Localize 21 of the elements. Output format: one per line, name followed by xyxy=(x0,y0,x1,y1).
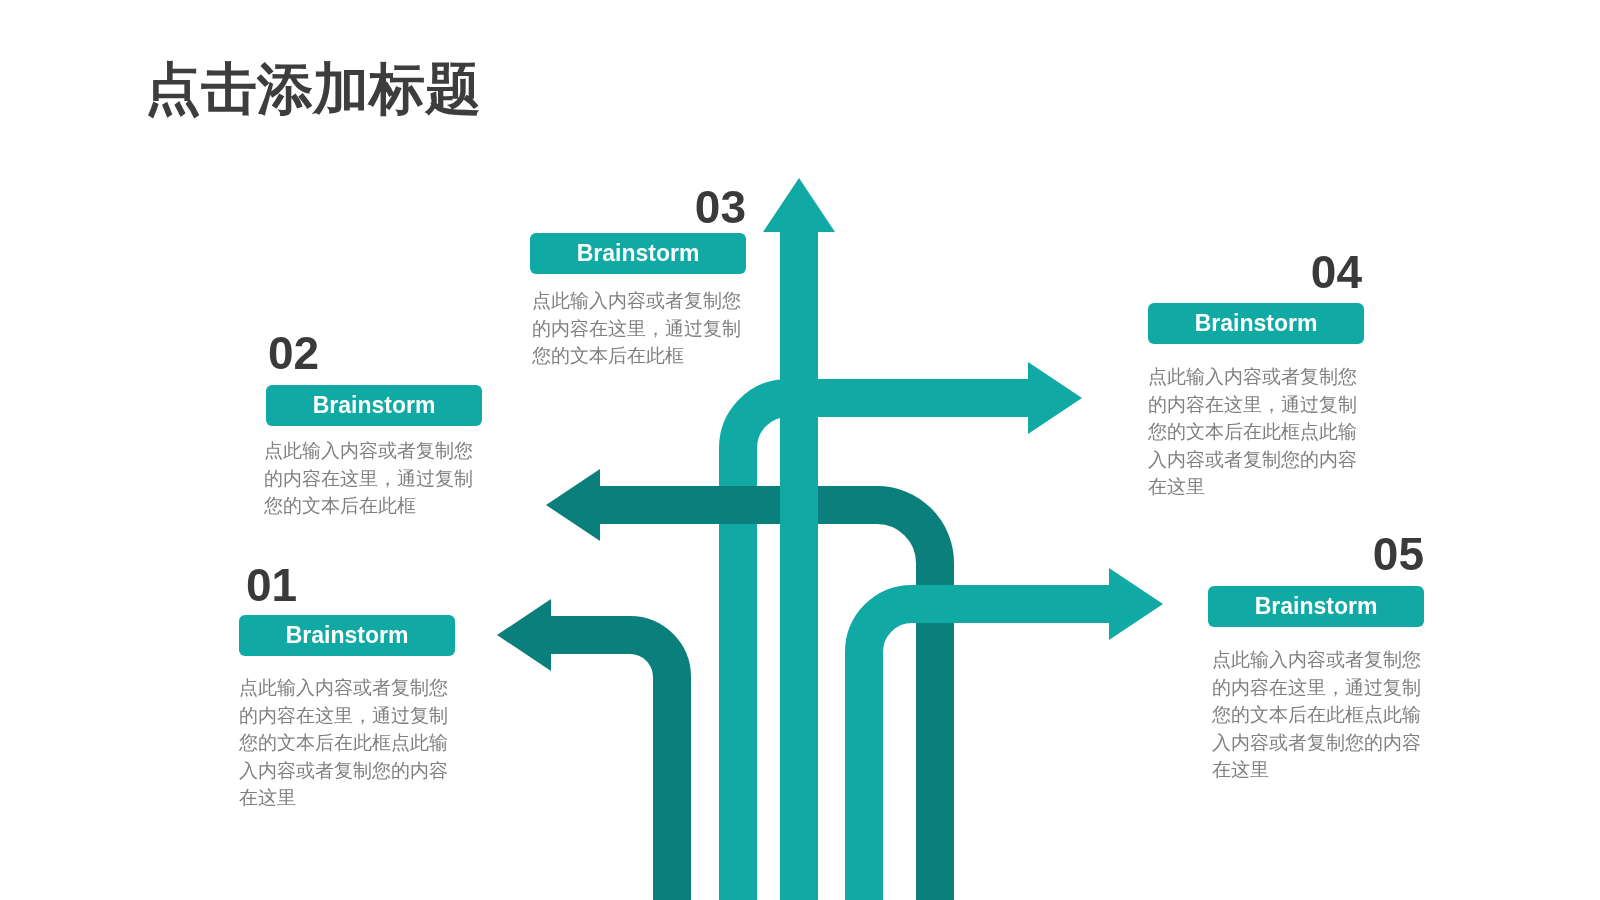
description-text: 点此输入内容或者复制您的内容在这里，通过复制您的文本后在此框 xyxy=(532,288,742,368)
arrow xyxy=(719,362,1082,900)
description-text: 点此输入内容或者复制您的内容在这里，通过复制您的文本后在此框点此输入内容或者复制您的内容在这里 xyxy=(239,675,449,810)
description-text: 点此输入内容或者复制您的内容在这里，通过复制您的文本后在此框 xyxy=(264,438,474,518)
heading-banner: Brainstorm xyxy=(266,385,482,426)
heading-banner: Brainstorm xyxy=(1148,303,1364,344)
arrow xyxy=(845,568,1163,900)
step-number: 01 xyxy=(246,560,298,610)
arrow xyxy=(763,178,835,900)
description-text: 点此输入内容或者复制您的内容在这里，通过复制您的文本后在此框点此输入内容或者复制您的内容在这里 xyxy=(1148,364,1358,499)
heading-banner: Brainstorm xyxy=(530,233,746,274)
step-number: 05 xyxy=(1372,529,1424,579)
step-number: 04 xyxy=(1310,247,1362,297)
step-number: 02 xyxy=(268,328,320,378)
heading-banner: Brainstorm xyxy=(1208,586,1424,627)
arrow xyxy=(546,469,954,900)
description-text: 点此输入内容或者复制您的内容在这里，通过复制您的文本后在此框点此输入内容或者复制您的内容在这里 xyxy=(1212,647,1422,782)
page-title: 点击添加标题 xyxy=(145,55,481,123)
arrow xyxy=(497,599,691,900)
heading-banner: Brainstorm xyxy=(239,615,455,656)
step-number: 03 xyxy=(694,182,746,232)
